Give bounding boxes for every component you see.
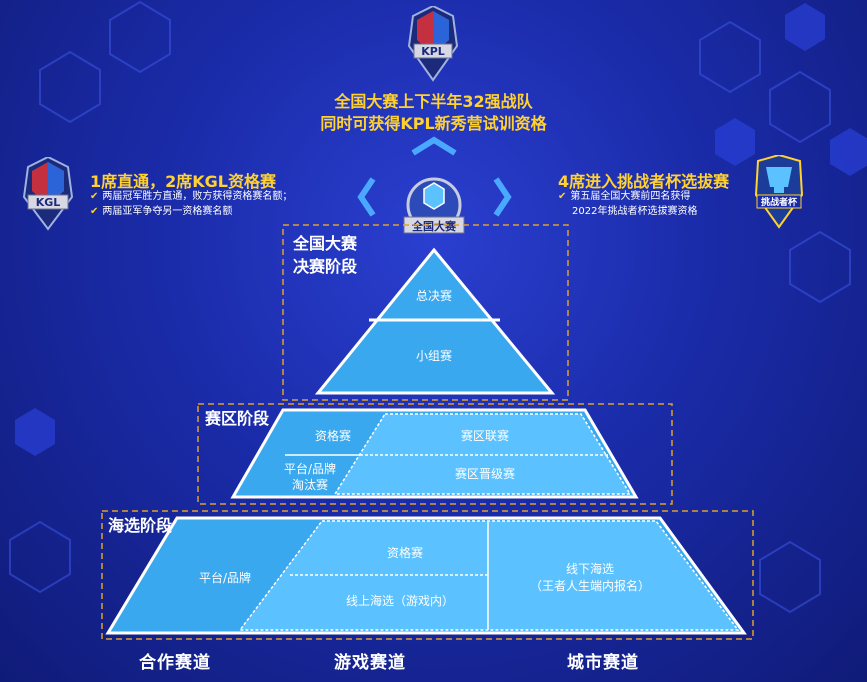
regional-stage-label: 赛区阶段 [205,409,270,428]
check-icon: ✔ [558,191,567,202]
offline-audition-cell: 线下海选 [565,562,614,576]
final-cell: 总决赛 [415,289,452,303]
left-info-item: ✔两届亚军争夺另一资格赛名额 [90,206,233,217]
right-info-item: ✔第五届全国大赛前四名获得 [558,191,691,202]
check-icon: ✔ [90,206,99,217]
audition-stage-label: 海选阶段 [108,516,173,535]
challenger-badge-label: 挑战者杯 [761,196,798,208]
online-audition-cell: 线上海选（游戏内） [345,594,454,608]
regional-qualifier-cell: 资格赛 [314,429,351,443]
national-stage-label: 全国大赛 [293,234,358,253]
regional-stage-frame [197,403,673,505]
up-arrow-icon [411,136,457,156]
track-city: 城市赛道 [567,653,639,673]
track-cooperation: 合作赛道 [139,653,211,673]
challenger-cup-icon: 挑战者杯 [754,155,804,229]
audition-platform-cell: 平台/品牌 [198,571,252,585]
check-icon: ✔ [90,191,99,202]
national-stage-frame [282,224,569,401]
national-badge-label: 全国大赛 [411,219,457,233]
regional-promotion-cell: 赛区晋级赛 [454,467,515,481]
left-info-item: ✔两届冠军胜方直通，败方获得资格赛名额； [90,191,293,202]
top-qualify-text-line1: 全国大赛上下半年32强战队 [334,92,533,111]
platform-knockout-cell: 平台/品牌 淘汰赛 [283,462,337,492]
track-game: 游戏赛道 [334,653,406,673]
audition-qualifier-cell: 资格赛 [386,546,423,560]
right-info-item: 2022年挑战者杯选拔赛资格 [572,206,698,217]
top-qualify-text-line2: 同时可获得KPL新秀营试训资格 [320,114,547,133]
regional-league-section [333,413,632,495]
regional-league-cell: 赛区联赛 [460,429,509,443]
group-stage-cell: 小组赛 [415,349,452,363]
audition-stage-frame [101,510,754,640]
right-info-title: 4席进入挑战者杯选拔赛 [558,172,730,191]
kpl-badge-label: KPL [421,45,445,58]
left-info-title: 1席直通，2席KGL资格赛 [90,172,276,191]
kpl-shield-icon: KPL [407,6,459,82]
right-arrow-icon [493,177,512,217]
kgl-badge-label: KGL [36,196,61,209]
national-stage-label: 决赛阶段 [293,257,358,276]
left-arrow-icon [357,177,376,217]
game-track-section [238,520,740,631]
offline-audition-cell: （王者人生端内报名） [529,579,650,593]
kgl-shield-icon: KGL [22,157,74,231]
